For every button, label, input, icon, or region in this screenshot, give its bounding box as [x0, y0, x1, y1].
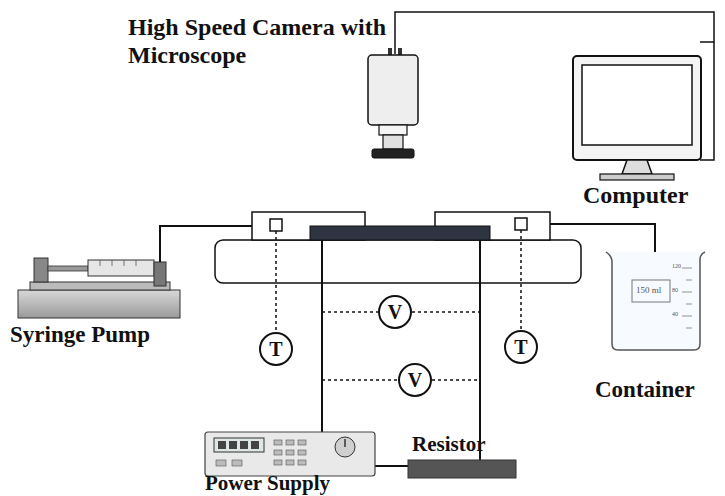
graduation-number: 80: [672, 287, 678, 294]
power-supply: [205, 432, 375, 476]
syringe-pump: [18, 258, 180, 318]
graduation-number: 40: [672, 311, 678, 318]
gauge-circle: T: [259, 332, 293, 366]
resistor-body: [408, 460, 516, 478]
beaker: [606, 252, 705, 350]
computer-label: Computer: [583, 182, 688, 210]
high-speed-camera: [368, 48, 418, 158]
microchannel-stage: [215, 212, 581, 283]
volume-label: 150 ml: [636, 285, 661, 295]
gauge-circle: V: [398, 363, 432, 397]
graduation-number: 120: [672, 263, 681, 270]
tubing: [160, 224, 655, 300]
resistor-label: Resistor: [412, 432, 485, 456]
container-label: Container: [595, 377, 695, 403]
camera-label: High Speed Camera with Microscope: [128, 14, 398, 69]
gauge-circle: V: [378, 295, 412, 329]
gauge-circle: T: [504, 330, 538, 364]
gauge-symbol: V: [388, 302, 402, 322]
pump-label: Syringe Pump: [10, 322, 150, 348]
gauge-symbol: V: [408, 370, 422, 390]
power-supply-label: Power Supply: [205, 471, 330, 495]
camera-cable: [395, 12, 714, 160]
thermocouple-lead: [276, 230, 521, 332]
computer-monitor: [573, 56, 701, 180]
gauge-symbol: T: [269, 339, 282, 359]
gauge-symbol: T: [514, 337, 527, 357]
